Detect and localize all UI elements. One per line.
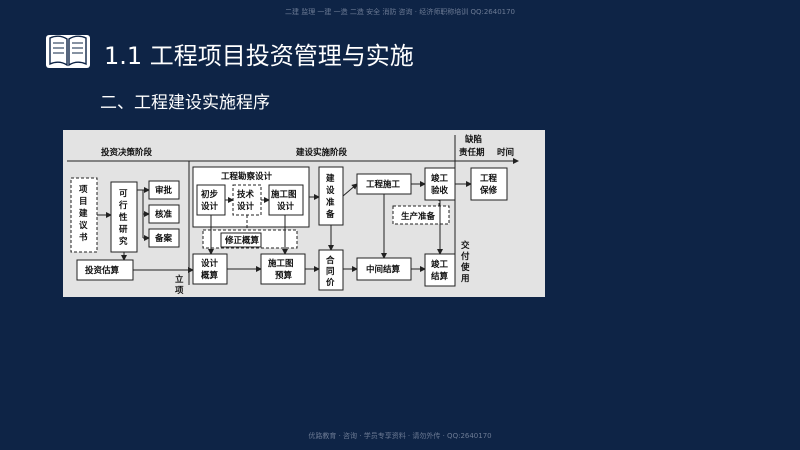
svg-text:议: 议: [79, 220, 88, 231]
svg-text:设: 设: [326, 185, 335, 196]
svg-text:价: 价: [326, 277, 335, 288]
svg-text:性: 性: [119, 212, 128, 223]
svg-text:研: 研: [119, 225, 128, 235]
svg-text:用: 用: [460, 274, 470, 284]
construction-drawing-design-label-1: 施工图: [271, 189, 297, 200]
svg-text:竣工: 竣工: [431, 173, 449, 184]
survey-design-label: 工程勘察设计: [221, 171, 273, 182]
interim-settlement-label: 中间结算: [366, 264, 401, 275]
prelim-design-label-2: 设计: [201, 201, 219, 212]
proposal-label: 项 目 建 议 书: [78, 185, 88, 243]
watermark-top: 二建 监理 一建 一造 二造 安全 消防 咨询 · 经济师职称培训 QQ:264…: [284, 8, 516, 16]
final-settlement-box: [424, 253, 456, 287]
svg-text:保修: 保修: [479, 185, 498, 196]
revised-estimate-box: [220, 232, 262, 248]
svg-text:可: 可: [119, 189, 128, 199]
production-prep-box: [392, 205, 450, 225]
prelim-design-label-1: 初步: [201, 189, 219, 200]
phase-defect-label-2: 责任期: [459, 147, 485, 158]
svg-text:目: 目: [79, 197, 88, 207]
technical-design-label-1: 技术: [237, 189, 255, 200]
production-prep-label: 生产准备: [401, 211, 436, 222]
svg-text:书: 书: [79, 232, 88, 243]
drawing-budget-label-2: 预算: [275, 270, 293, 281]
construction-drawing-design-label-2: 设计: [277, 201, 295, 212]
phase-decision-label: 投资决策阶段: [101, 147, 153, 158]
investment-estimate-label: 投资估算: [85, 265, 120, 276]
construction-label: 工程施工: [366, 179, 401, 190]
construction-prep-box: [318, 166, 344, 226]
svg-text:竣工: 竣工: [431, 259, 449, 270]
svg-text:备: 备: [325, 209, 335, 220]
prelim-design-box: [196, 184, 226, 216]
revised-estimate-label: 修正概算: [224, 235, 260, 246]
approval-label: 审批: [155, 185, 173, 196]
process-diagram: 投资决策阶段 建设实施阶段 缺陷 责任期 时间 项 目 建 议 书 可 行 性 …: [63, 130, 545, 297]
svg-text:工程: 工程: [480, 173, 498, 184]
technical-design-label-2: 设计: [237, 201, 255, 212]
construction-drawing-design-box: [268, 184, 304, 216]
svg-text:建: 建: [78, 208, 88, 219]
svg-text:交: 交: [461, 240, 470, 251]
filing-box: [148, 228, 180, 248]
slide-title: 1.1 工程项目投资管理与实施: [104, 42, 414, 70]
svg-text:结算: 结算: [431, 271, 449, 282]
technical-design-box: [232, 184, 262, 216]
approval-box: [148, 180, 180, 200]
svg-text:付: 付: [461, 251, 470, 262]
phase-implementation-label: 建设实施阶段: [295, 147, 348, 158]
drawing-budget-label-1: 施工图: [268, 258, 294, 269]
handover-label: 交 付 使 用: [460, 240, 470, 284]
proposal-box: [70, 177, 98, 253]
svg-text:究: 究: [119, 236, 128, 247]
phase-defect-label-1: 缺陷: [464, 134, 482, 145]
book-icon: [46, 35, 90, 68]
time-label: 时间: [497, 147, 514, 158]
svg-text:同: 同: [326, 267, 335, 277]
feasibility-label: 可 行 性 研 究: [118, 189, 128, 247]
design-estimate-label-1: 设计: [201, 258, 219, 269]
svg-text:准: 准: [326, 197, 335, 208]
svg-text:项: 项: [79, 185, 88, 195]
project-approval-label-2: 项: [175, 286, 184, 296]
svg-text:建: 建: [325, 173, 335, 184]
ratify-box: [148, 204, 180, 224]
process-diagram-svg: 投资决策阶段 建设实施阶段 缺陷 责任期 时间 项 目 建 议 书 可 行 性 …: [67, 134, 519, 296]
watermark-bottom: 优路教育 · 咨询 · 学员专享资料 · 请勿外传 · QQ:2640170: [308, 432, 492, 440]
filing-label: 备案: [154, 233, 173, 244]
project-approval-label-1: 立: [175, 274, 184, 285]
design-estimate-box: [192, 253, 228, 285]
warranty-box: [470, 167, 508, 201]
svg-text:合: 合: [325, 255, 335, 266]
slide-subtitle: 二、工程建设实施程序: [100, 93, 270, 113]
completion-acceptance-box: [424, 167, 456, 201]
svg-text:使: 使: [460, 262, 470, 273]
svg-text:行: 行: [118, 200, 128, 211]
contract-price-box: [318, 249, 344, 291]
svg-text:验收: 验收: [431, 185, 449, 196]
ratify-label: 核准: [155, 209, 173, 220]
design-estimate-label-2: 概算: [201, 270, 219, 281]
